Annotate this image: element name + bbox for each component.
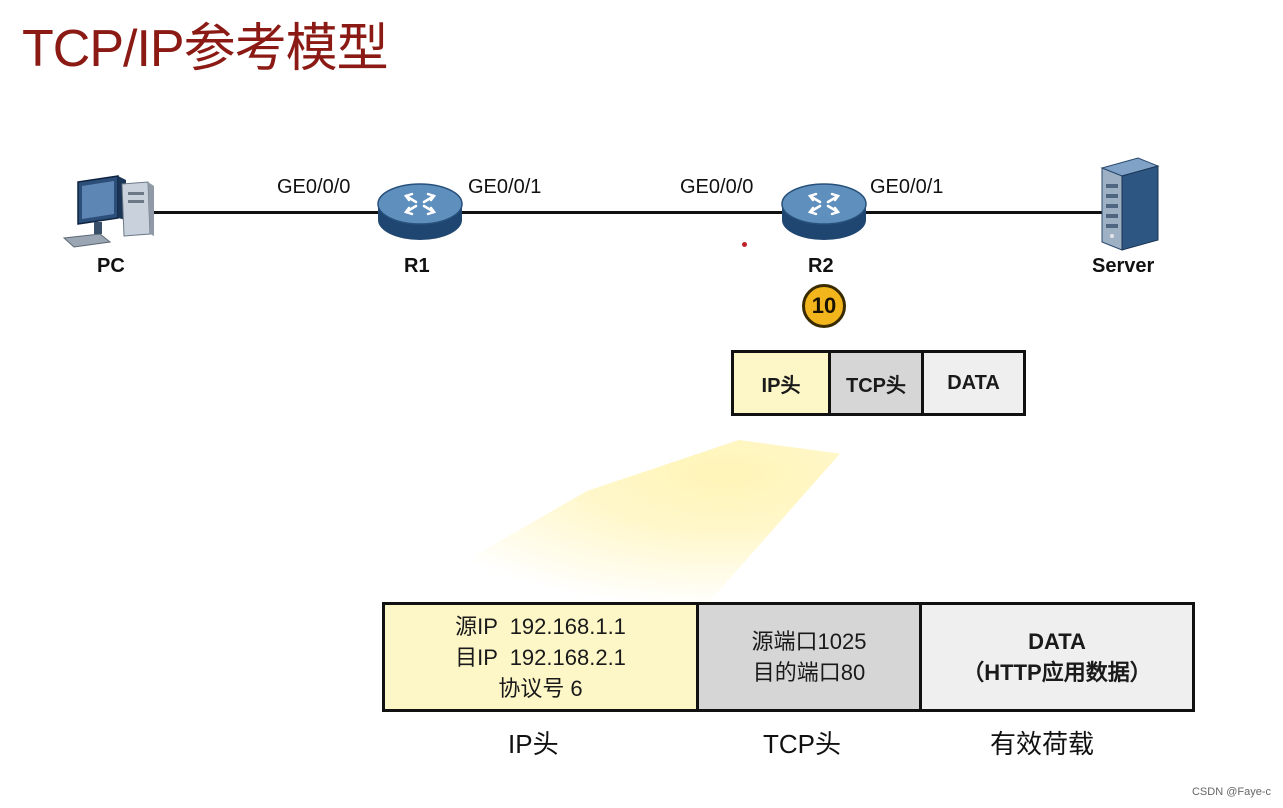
detail-tcp-header: 源端口1025 目的端口80 [699,605,922,709]
caption-tcp-header: TCP头 [763,729,842,759]
r1-label: R1 [404,255,430,277]
detail-ip-header: 源IP 192.168.1.1 目IP 192.168.2.1 协议号 6 [385,605,699,709]
pc-label: PC [97,255,125,277]
detail-protocol: 协议号 6 [498,675,583,701]
detail-data-desc: （HTTP应用数据） [962,660,1152,685]
detail-data-title: DATA [1028,629,1086,654]
r2-label: R2 [808,255,834,277]
port-label-r1-ge001: GE0/0/1 [468,176,542,198]
caption-ip-header: IP头 [508,729,559,759]
server-label: Server [1092,255,1155,277]
port-label-r1-ge000: GE0/0/0 [277,176,351,198]
detail-dst-port: 目的端口80 [752,660,866,685]
zoom-beam [380,440,840,610]
detail-src-port: 源端口1025 [751,629,867,654]
packet-detail: 源IP 192.168.1.1 目IP 192.168.2.1 协议号 6 源端… [382,602,1195,712]
link-pc-r1 [148,211,384,214]
detail-src-ip: 源IP 192.168.1.1 [455,613,626,639]
link-r2-server [862,211,1102,214]
link-r1-r2 [456,211,790,214]
router-r1-icon[interactable] [376,180,464,242]
port-label-r2-ge001: GE0/0/1 [870,176,944,198]
packet-summary: IP头 TCP头 DATA [731,350,1026,416]
detail-data: DATA （HTTP应用数据） [922,605,1192,709]
step-number-badge: 10 [802,284,846,328]
packet-ip-header: IP头 [734,353,831,413]
port-label-r2-ge000: GE0/0/0 [680,176,754,198]
pointer-dot [742,242,747,247]
watermark: CSDN @Faye-c [1191,786,1271,798]
pc-icon[interactable] [60,174,155,252]
packet-data: DATA [924,353,1023,413]
router-r2-icon[interactable] [780,180,868,242]
page-title: TCP/IP参考模型 [22,20,389,78]
server-icon[interactable] [1098,154,1162,252]
caption-payload: 有效荷载 [990,729,1095,759]
packet-tcp-header: TCP头 [831,353,924,413]
detail-dst-ip: 目IP 192.168.2.1 [455,644,626,670]
